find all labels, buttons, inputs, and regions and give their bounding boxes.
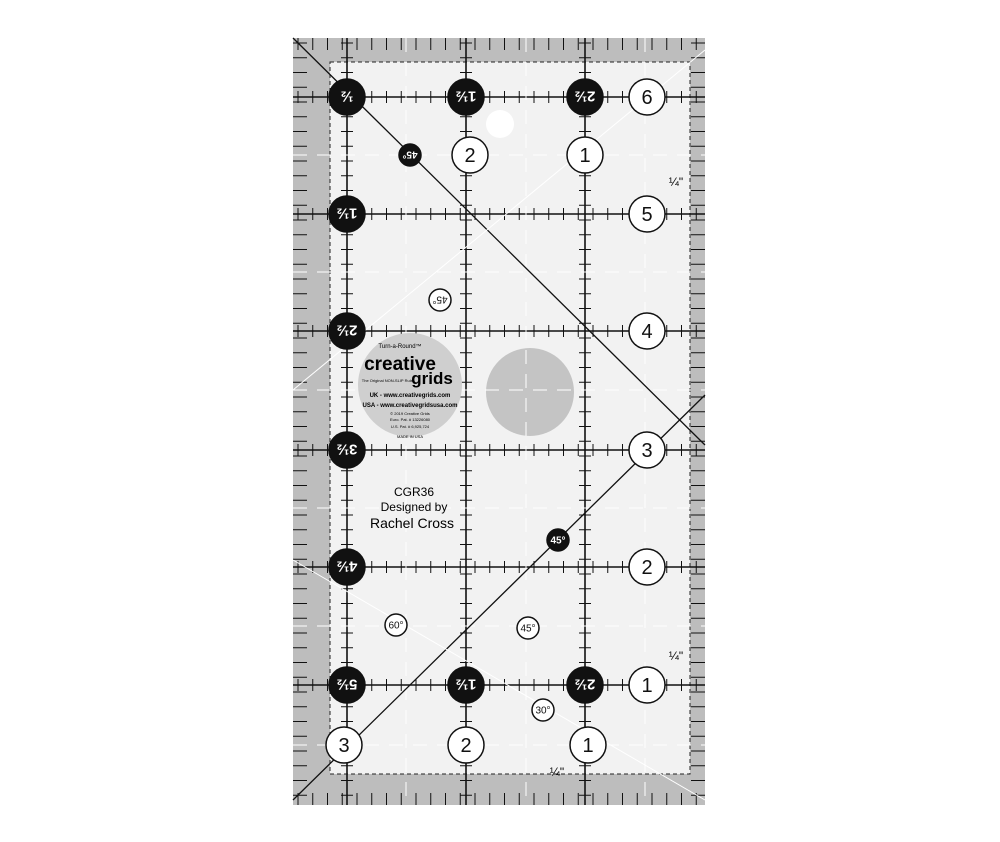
label: 3½ xyxy=(337,441,358,458)
label: 4 xyxy=(641,321,652,343)
half-inch-marker: 2½ xyxy=(328,312,366,350)
logo-brand-2: grids xyxy=(411,369,453,388)
label: 2½ xyxy=(575,88,596,105)
creative-grids-logo: Turn-a-Round™ creative grids The Origina… xyxy=(358,333,462,439)
half-inch-marker: 2½ xyxy=(566,78,604,116)
label: 2½ xyxy=(575,676,596,693)
label: 3 xyxy=(338,735,349,757)
half-inch-marker: 1½ xyxy=(447,78,485,116)
label: 1½ xyxy=(456,676,477,693)
logo-uk-url: UK - www.creativegrids.com xyxy=(370,393,451,399)
quarter-inch-label: ¼" xyxy=(669,649,683,663)
angle-marker: 60° xyxy=(384,613,408,637)
inch-marker: 4 xyxy=(628,312,666,350)
designed-by: Designed by xyxy=(381,500,448,514)
half-inch-marker: 5½ xyxy=(328,666,366,704)
angle-marker: 30° xyxy=(531,698,555,722)
half-inch-marker: 2½ xyxy=(566,666,604,704)
label: 45° xyxy=(432,293,447,304)
label: 2 xyxy=(641,557,652,579)
angle-marker: 45° xyxy=(516,616,540,640)
logo-subtitle: The Original NON-SLIP Ruler xyxy=(362,378,415,383)
label: 1 xyxy=(582,735,593,757)
30-degree-line xyxy=(292,559,706,801)
half-inch-marker: 1½ xyxy=(328,195,366,233)
inch-marker: 3 xyxy=(628,431,666,469)
inch-marker: 5 xyxy=(628,195,666,233)
label: 1 xyxy=(579,145,590,167)
model-number: CGR36 xyxy=(394,485,434,499)
inch-marker: 2 xyxy=(451,136,489,174)
label: 4½ xyxy=(337,558,358,575)
inch-marker: 1 xyxy=(569,726,607,764)
label: 1½ xyxy=(456,88,477,105)
quarter-inch-label: ¼" xyxy=(669,175,683,189)
angle-marker: 45° xyxy=(546,528,570,552)
half-inch-marker: 3½ xyxy=(328,431,366,469)
logo-copyright: © 2019 Creative Grids xyxy=(390,411,430,416)
inch-marker: 6 xyxy=(628,78,666,116)
inch-marker: 2 xyxy=(447,726,485,764)
inch-marker: 1 xyxy=(628,666,666,704)
inch-marker: 3 xyxy=(325,726,363,764)
quarter-inch-label: ¼" xyxy=(550,765,564,779)
logo-tagline: Turn-a-Round™ xyxy=(378,343,421,350)
turn-a-round-circle xyxy=(486,348,574,436)
label: 2½ xyxy=(337,322,358,339)
half-inch-marker: 1½ xyxy=(447,666,485,704)
hanging-hole xyxy=(486,110,514,138)
angle-marker: 45° xyxy=(428,288,452,312)
label: 1 xyxy=(641,675,652,697)
label: 45° xyxy=(550,536,565,547)
label: 60° xyxy=(388,621,403,632)
half-inch-marker: ½ xyxy=(328,78,366,116)
label: 6 xyxy=(641,87,652,109)
inch-marker: 2 xyxy=(628,548,666,586)
label: 5½ xyxy=(337,676,358,693)
inch-marker: 1 xyxy=(566,136,604,174)
logo-brand-1: creative xyxy=(364,354,436,375)
label: 45° xyxy=(402,148,417,159)
seam-allowance-line xyxy=(329,61,691,775)
label: 2 xyxy=(460,735,471,757)
logo-euro-pat: Euro. Pat. # 13226080 xyxy=(390,417,431,422)
label: 3 xyxy=(641,440,652,462)
label: ½ xyxy=(341,88,354,105)
designer-name: Rachel Cross xyxy=(370,515,454,531)
label: 45° xyxy=(520,624,535,635)
half-inch-marker: 4½ xyxy=(328,548,366,586)
logo-usa-url: USA - www.creativegridsusa.com xyxy=(363,403,458,409)
label: 1½ xyxy=(337,205,358,222)
angle-marker: 45° xyxy=(398,143,422,167)
logo-us-pat: U.S. Pat. # 6,925,724 xyxy=(391,424,430,429)
logo-made-in: MADE IN USA xyxy=(397,434,423,439)
label: 5 xyxy=(641,204,652,226)
label: 30° xyxy=(535,706,550,717)
label: 2 xyxy=(464,145,475,167)
